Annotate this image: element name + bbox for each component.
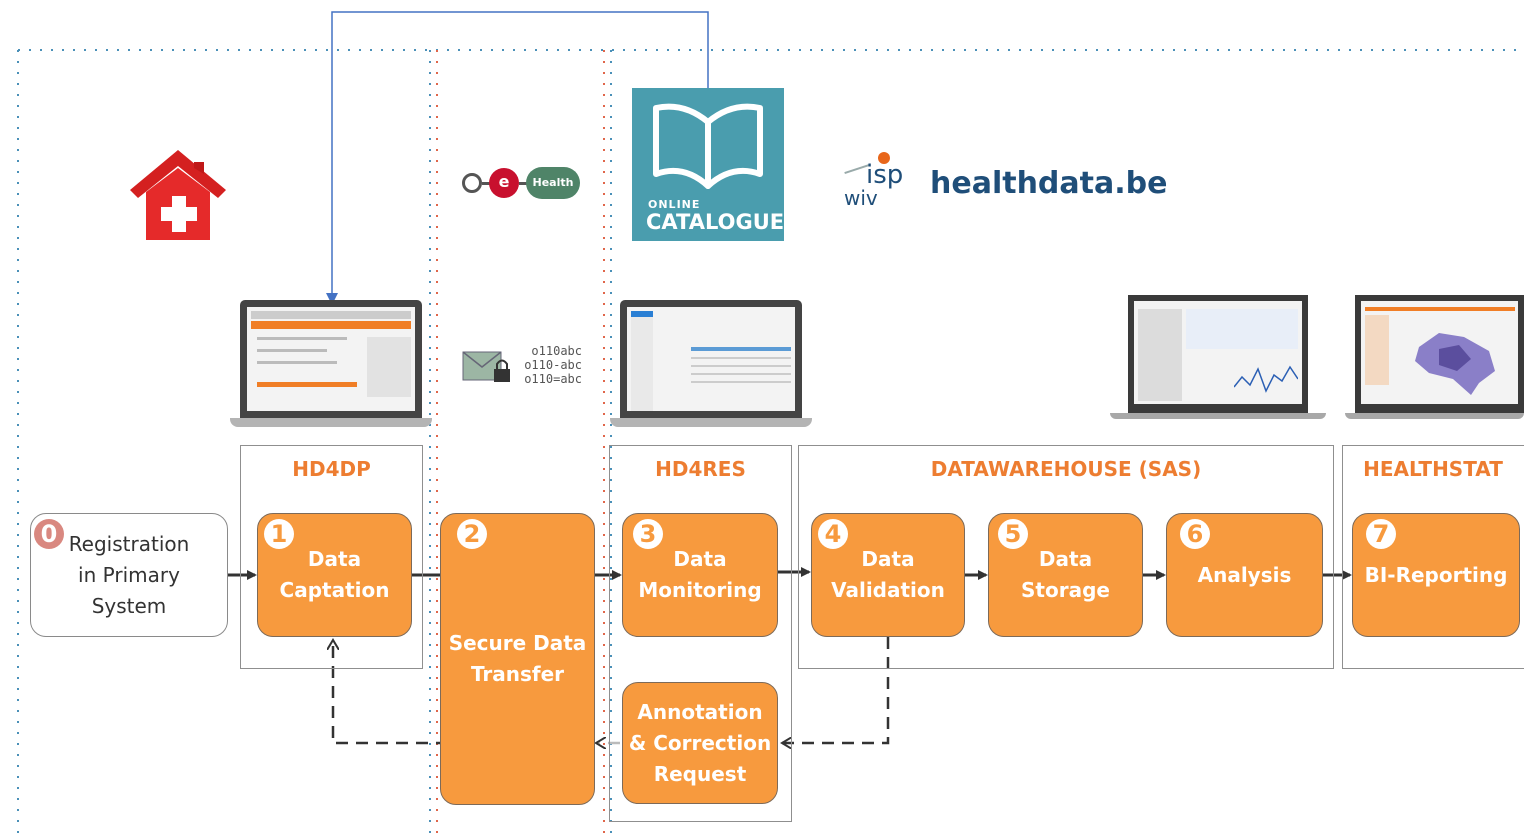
group-title-hd4dp: HD4DP bbox=[292, 457, 371, 481]
group-title-datawarehouse: DATAWAREHOUSE (SAS) bbox=[930, 457, 1202, 481]
isp-text: isp bbox=[866, 160, 904, 190]
encrypted-codes: o110abc o110-abc o110=abc bbox=[524, 344, 582, 386]
step-3-number: 3 bbox=[633, 519, 663, 549]
table-line bbox=[691, 357, 791, 359]
hd4dp-laptop-screen bbox=[240, 300, 422, 418]
step-0-registration: Registration in Primary System bbox=[30, 513, 228, 637]
group-title-healthstat: HEALTHSTAT bbox=[1363, 457, 1503, 481]
app-header bbox=[251, 321, 411, 329]
wiv-text: wiv bbox=[844, 186, 878, 210]
ehealth-link-2 bbox=[519, 182, 527, 185]
step-1-number: 1 bbox=[264, 519, 294, 549]
table-header bbox=[691, 347, 791, 351]
catalogue-line-1: ONLINE bbox=[648, 198, 701, 211]
group-hd4dp bbox=[240, 445, 423, 669]
step-5-number: 5 bbox=[998, 519, 1028, 549]
ehealth-e-badge: e bbox=[489, 168, 519, 198]
datawarehouse-monitor-screen bbox=[1128, 295, 1308, 413]
table-line bbox=[691, 373, 791, 375]
ehealth-ring bbox=[462, 173, 482, 193]
step-4-label: Data Validation bbox=[831, 547, 945, 602]
app-sidebar bbox=[631, 311, 653, 411]
browser-bar bbox=[251, 311, 411, 319]
form-sidebar bbox=[367, 337, 411, 397]
datawarehouse-monitor-stand bbox=[1110, 413, 1326, 419]
open-book-icon bbox=[653, 103, 763, 189]
sas-table-panel bbox=[1186, 309, 1298, 349]
table-line bbox=[691, 381, 791, 383]
catalogue-connector bbox=[326, 11, 709, 305]
group-datawarehouse bbox=[798, 445, 1334, 669]
healthstat-monitor-stand bbox=[1345, 413, 1524, 419]
belgium-map-thumbnail bbox=[1415, 333, 1495, 395]
step-5-data-storage: Data Storage bbox=[988, 513, 1143, 637]
form-line bbox=[257, 349, 327, 352]
hd4dp-laptop-base bbox=[230, 418, 432, 427]
step-annotation-correction-request: Annotation & Correction Request bbox=[622, 682, 778, 804]
step-4-number: 4 bbox=[818, 519, 848, 549]
step-1-label: Data Captation bbox=[279, 547, 390, 602]
app-logo-bar bbox=[631, 311, 653, 317]
ehealth-label: Health bbox=[526, 167, 580, 199]
report-header bbox=[1365, 307, 1515, 311]
step-0-label: Registration in Primary System bbox=[68, 531, 190, 618]
form-line bbox=[257, 337, 347, 340]
hospital-icon bbox=[130, 150, 226, 240]
wiv-isp-logo: isp wiv bbox=[844, 150, 914, 212]
hd4res-laptop-base bbox=[610, 418, 812, 427]
online-catalogue-logo: ONLINE CATALOGUE bbox=[632, 88, 784, 241]
step-7-number: 7 bbox=[1366, 519, 1396, 549]
step-5-label: Data Storage bbox=[1021, 547, 1110, 602]
sas-tree-panel bbox=[1138, 309, 1182, 401]
ehealth-logo: e Health bbox=[462, 165, 582, 203]
group-title-hd4res: HD4RES bbox=[655, 457, 746, 481]
ehealth-link bbox=[482, 182, 490, 185]
step-6-label: Analysis bbox=[1197, 562, 1292, 587]
table-line bbox=[691, 365, 791, 367]
step-2-label: Secure Data Transfer bbox=[448, 631, 587, 686]
step-0-number: 0 bbox=[34, 519, 64, 549]
step-7-label: BI-Reporting bbox=[1364, 562, 1508, 587]
form-orange-bar bbox=[257, 382, 357, 387]
secure-envelope-icon bbox=[462, 351, 510, 382]
healthstat-monitor-screen bbox=[1355, 295, 1524, 413]
feedback-transfer-to-captation bbox=[333, 640, 448, 745]
hd4res-laptop-screen bbox=[620, 300, 802, 418]
step-6-number: 6 bbox=[1180, 519, 1210, 549]
group-healthstat bbox=[1342, 445, 1524, 669]
step-2-number: 2 bbox=[457, 519, 487, 549]
group-hd4res bbox=[609, 445, 792, 822]
healthdata-title: healthdata.be bbox=[930, 166, 1168, 201]
form-line bbox=[257, 361, 337, 364]
sas-line-chart-thumbnail bbox=[1234, 365, 1298, 393]
step-3-label: Data Monitoring bbox=[638, 547, 762, 602]
report-sidebar bbox=[1365, 315, 1389, 385]
annotation-label: Annotation & Correction Request bbox=[628, 699, 772, 786]
step-2-secure-data-transfer: Secure Data Transfer bbox=[440, 513, 595, 805]
isp-dot-icon bbox=[878, 152, 890, 164]
catalogue-line-2: CATALOGUE bbox=[646, 210, 785, 234]
feedback-validation-to-annotation bbox=[782, 637, 890, 743]
